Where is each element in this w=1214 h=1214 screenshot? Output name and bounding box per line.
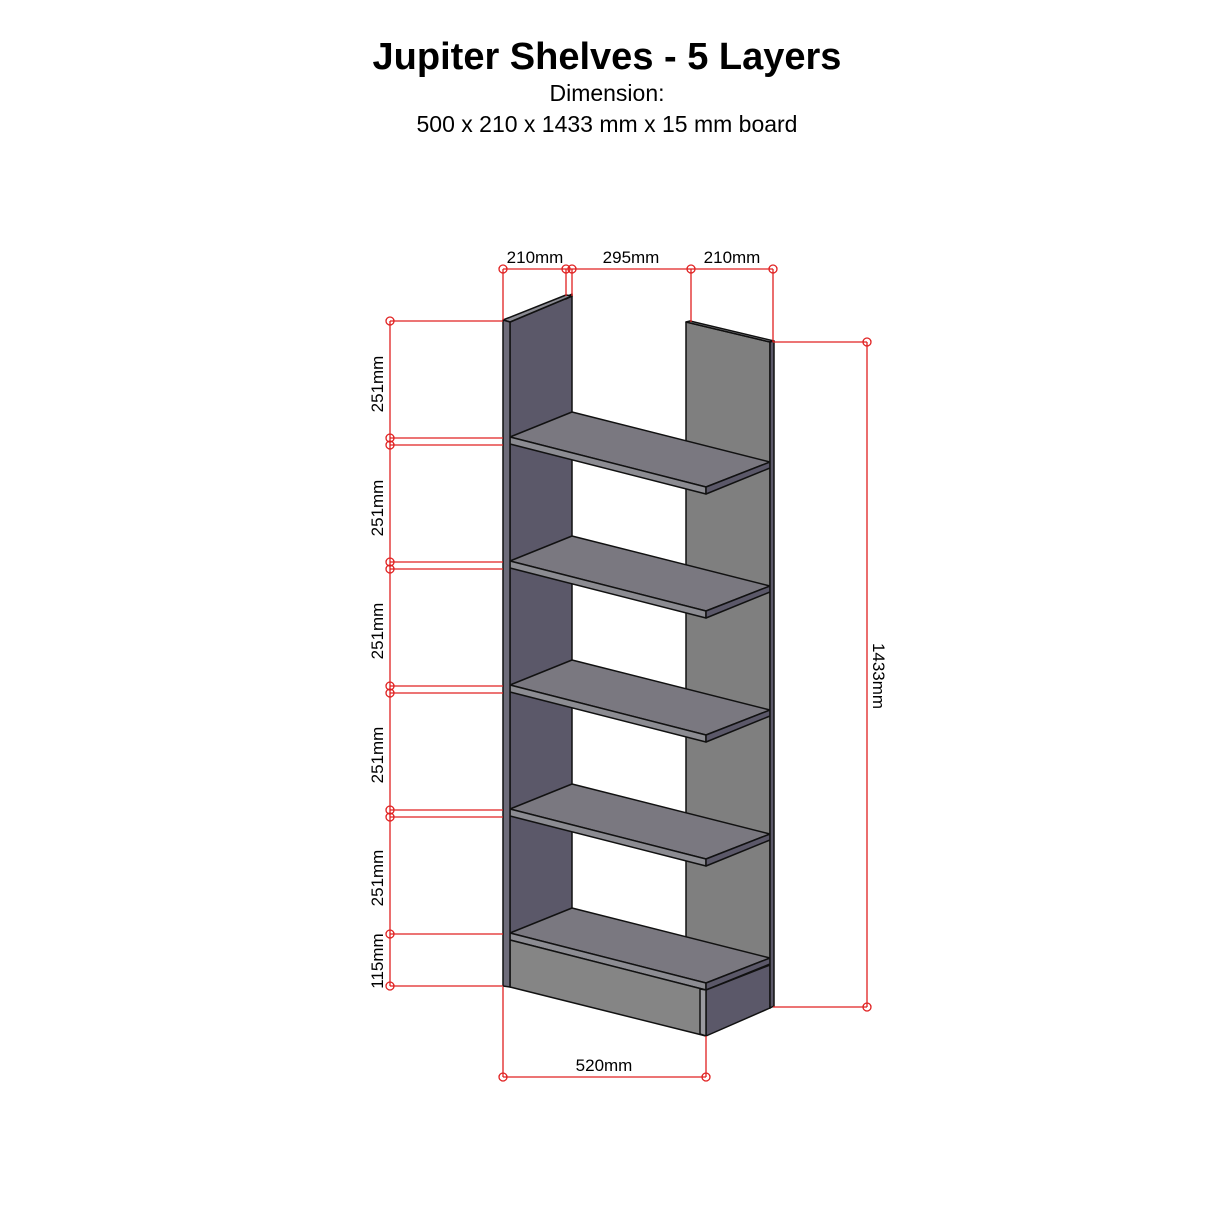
- right-panel-edge: [769, 340, 775, 1009]
- dim-gap-3: 251mm: [368, 603, 387, 660]
- left-panel-front-edge: [502, 319, 511, 988]
- dim-top-middle: 295mm: [603, 248, 660, 267]
- page-title: Jupiter Shelves - 5 Layers: [372, 36, 842, 78]
- dimension-point-marker: [385, 681, 395, 691]
- shelf-unit-drawing: [502, 293, 775, 1037]
- dimension-value: 500 x 210 x 1433 mm x 15 mm board: [416, 111, 798, 137]
- dimension-label: Dimension:: [549, 80, 665, 106]
- dim-top-left: 210mm: [507, 248, 564, 267]
- dimension-point-marker: [385, 316, 395, 326]
- dim-gap-5: 251mm: [368, 850, 387, 907]
- left-side-panel: [509, 295, 573, 936]
- dim-gap-1: 251mm: [368, 356, 387, 413]
- dimension-point-marker: [385, 564, 395, 574]
- dim-gap-2: 251mm: [368, 480, 387, 537]
- dimension-point-marker: [498, 264, 508, 274]
- dimension-point-marker: [385, 440, 395, 450]
- dim-top-right: 210mm: [704, 248, 761, 267]
- dimension-point-marker: [385, 557, 395, 567]
- dimension-point-marker: [498, 1072, 508, 1082]
- dimension-point-marker: [385, 805, 395, 815]
- dim-bottom-width: 520mm: [576, 1056, 633, 1075]
- right-side-panel: [685, 321, 771, 1009]
- dimension-point-marker: [768, 264, 778, 274]
- dimension-point-marker: [567, 264, 577, 274]
- dimension-point-marker: [701, 1072, 711, 1082]
- dimension-point-marker: [385, 981, 395, 991]
- dim-gap-4: 251mm: [368, 727, 387, 784]
- dimension-point-marker: [561, 264, 571, 274]
- dimension-point-marker: [862, 1002, 872, 1012]
- dimension-point-marker: [385, 812, 395, 822]
- dim-plinth: 115mm: [368, 933, 387, 988]
- dimension-point-marker: [862, 337, 872, 347]
- dimension-lines: [385, 264, 872, 1082]
- dimension-point-marker: [385, 688, 395, 698]
- dimension-point-marker: [385, 929, 395, 939]
- dim-total-height: 1433mm: [869, 643, 888, 709]
- plinth-edge: [699, 988, 707, 1037]
- dimension-point-marker: [385, 433, 395, 443]
- dimension-point-marker: [686, 264, 696, 274]
